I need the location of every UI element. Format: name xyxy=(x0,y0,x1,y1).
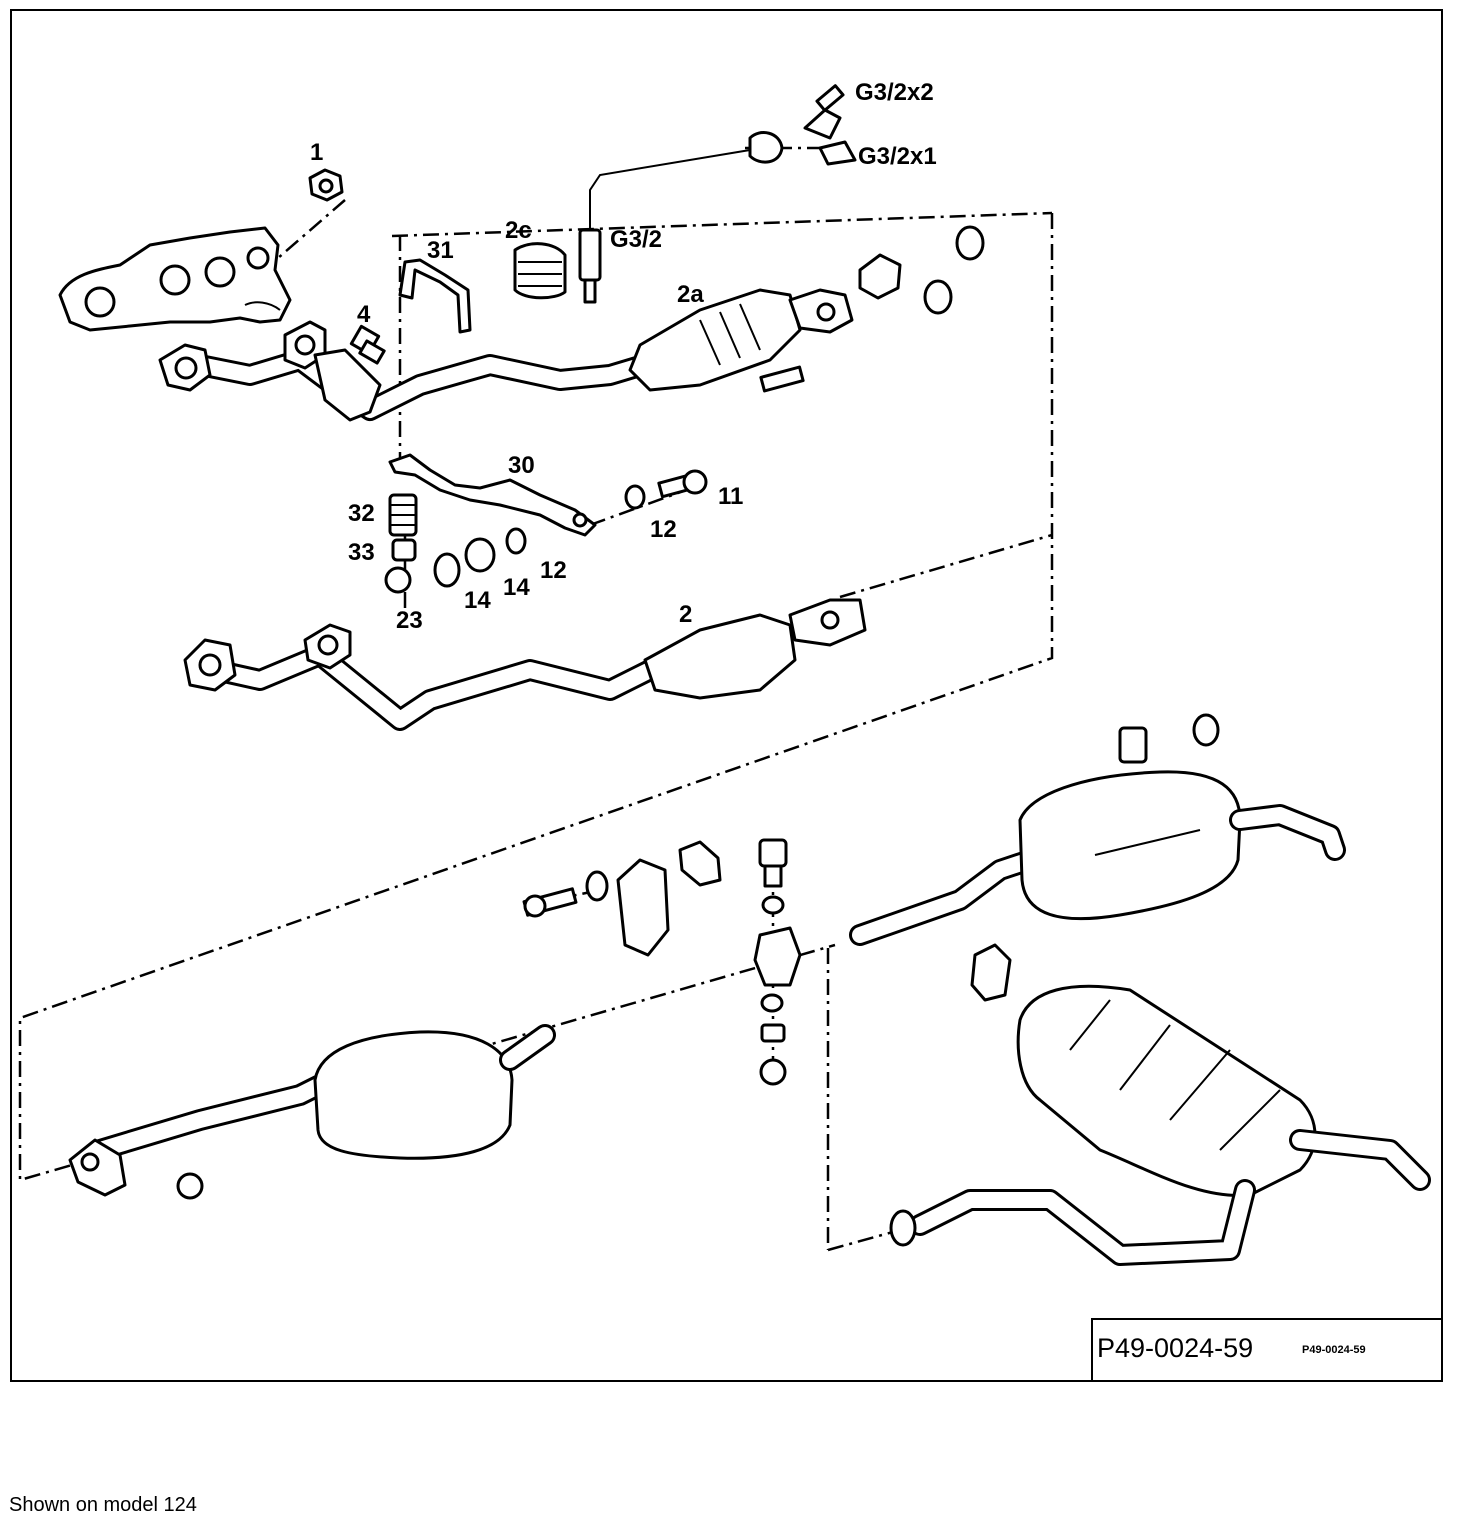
bracket-30 xyxy=(388,453,597,537)
callout-12-b: 12 xyxy=(540,557,567,584)
callout-11: 11 xyxy=(718,483,743,510)
center-muffler xyxy=(68,1024,556,1200)
callouts: 1 31 2c G3/2 G3/2x2 G3/2x1 2a 4 30 11 12… xyxy=(310,79,937,634)
exhaust-manifold xyxy=(58,226,292,332)
callout-g3-2x1: G3/2x1 xyxy=(858,143,937,170)
clamp-2c xyxy=(513,242,567,300)
reference-box: P49-0024-59 P49-0024-59 xyxy=(1091,1318,1442,1381)
callout-14-b: 14 xyxy=(503,574,530,601)
callout-4: 4 xyxy=(357,301,371,328)
callout-32: 32 xyxy=(348,500,375,527)
front-pipe-2 xyxy=(183,598,867,731)
callout-2a: 2a xyxy=(677,281,704,308)
bracket-31 xyxy=(398,258,472,334)
figure-caption: Shown on model 124 xyxy=(9,1494,197,1516)
reference-number-small: P49-0024-59 xyxy=(1302,1344,1366,1356)
callout-31: 31 xyxy=(427,237,454,264)
rubber-mounts-upper xyxy=(759,225,985,393)
rear-muffler-lower xyxy=(889,943,1431,1266)
reference-number-large: P49-0024-59 xyxy=(1097,1333,1253,1363)
front-pipe-2a xyxy=(158,288,854,422)
callout-g3-2: G3/2 xyxy=(610,226,662,253)
callout-33: 33 xyxy=(348,539,375,566)
diagram-frame xyxy=(10,9,1443,1382)
callout-23: 23 xyxy=(396,607,423,634)
bolt-4 xyxy=(349,324,386,365)
callout-12-a: 12 xyxy=(650,516,677,543)
part-1-nut xyxy=(308,168,344,202)
rear-muffler-upper xyxy=(849,713,1346,946)
callout-2c: 2c xyxy=(505,217,532,244)
callout-14-a: 14 xyxy=(464,587,491,614)
callout-g3-2x2: G3/2x2 xyxy=(855,79,934,106)
hardware-set xyxy=(384,469,708,594)
callout-30: 30 xyxy=(508,452,535,479)
callout-1: 1 xyxy=(310,139,323,166)
oxygen-sensor-g3-2 xyxy=(578,84,857,304)
callout-2: 2 xyxy=(679,601,692,628)
hanger-hardware xyxy=(522,838,802,1086)
